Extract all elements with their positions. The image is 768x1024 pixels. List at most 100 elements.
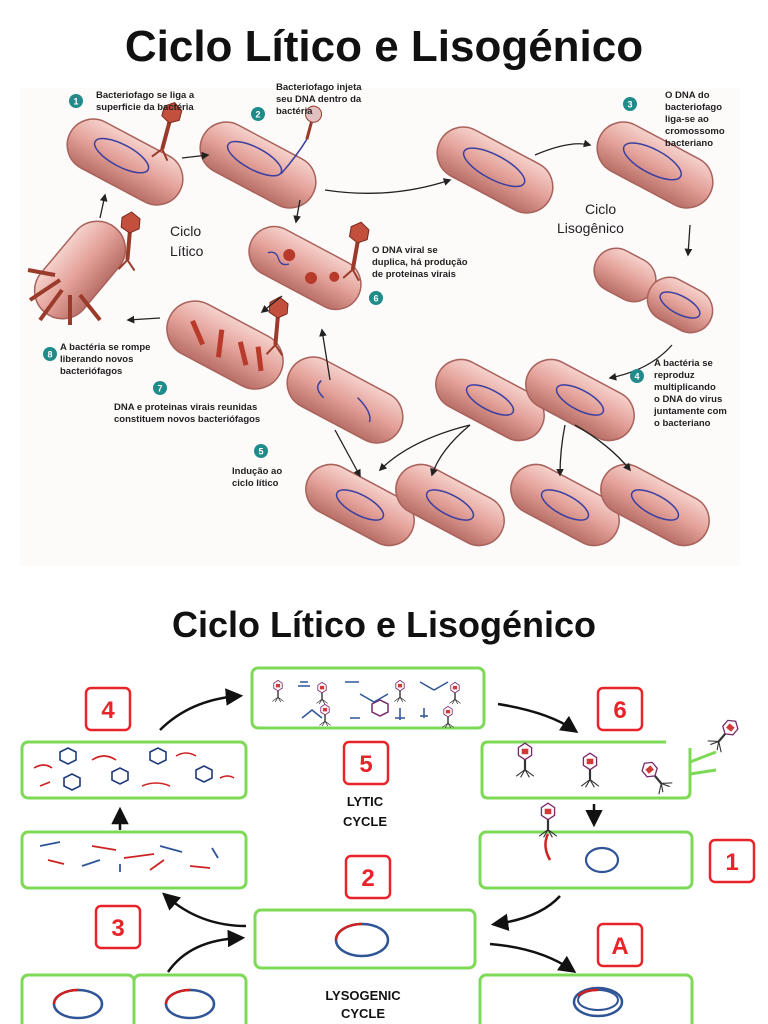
lyso-label-line2: Lisogênico: [557, 220, 624, 236]
step-box-label-1: 1: [725, 849, 738, 876]
lysogenic-cycle-label-2: CYCLE: [341, 1006, 385, 1021]
phage-injecting: [280, 105, 323, 175]
lytic-label-line1: Ciclo: [170, 223, 201, 239]
step-marker-number-5: 5: [258, 447, 263, 457]
cell6-phages: [515, 714, 744, 797]
bacterium-daughter-2: [395, 463, 505, 547]
step-marker-2: [251, 107, 265, 121]
step-box-1: [708, 838, 756, 884]
step-marker-5: [254, 444, 268, 458]
bacterium-daughter-1: [305, 463, 415, 547]
cell-boxes: [20, 666, 694, 1024]
cell3-contents: [39, 841, 219, 872]
step-4-text-line: o DNA do virus: [654, 394, 722, 405]
lytic-label-line2: Lítico: [170, 243, 204, 259]
cell-lyso-right: [132, 973, 248, 1024]
lyso-cells-contents: [52, 988, 216, 1020]
step-2-text-line: bactéria: [276, 106, 313, 117]
lysogenic-cycle-label-1: LYSOGENIC: [325, 988, 401, 1003]
step-4-text-line: multiplicando: [654, 382, 716, 393]
step-3-text-line: bacteriofago: [665, 102, 722, 113]
bacterium-bursting: [27, 209, 143, 325]
cell-lyso-left: [20, 973, 136, 1024]
cell-step1: [478, 830, 694, 890]
cell-step6-rupture: [689, 750, 717, 776]
lytic-cycle-label-1: LYTIC: [347, 794, 384, 809]
cellA-contents: [572, 986, 624, 1018]
bacterium-4: [596, 121, 714, 209]
bacterium-reproduced-b: [525, 358, 635, 442]
step-number-boxes: 4 6 5 1 2 3A: [84, 686, 756, 968]
bacterium-daughter-3: [510, 463, 620, 547]
bacterium-dividing: [593, 247, 714, 334]
step-marker-number-6: 6: [373, 294, 378, 304]
cell-stepA: [478, 973, 694, 1024]
step-box-label-A: A: [611, 933, 628, 960]
cell-step2: [253, 908, 477, 970]
step-marker-number-1: 1: [73, 97, 78, 107]
step-marker-4: [630, 369, 644, 383]
step-marker-1: [69, 94, 83, 108]
step-box-3: [94, 904, 142, 950]
lytic-cycle-label-2: CYCLE: [343, 814, 387, 829]
step-2-text-line: Bacteriofago injeta: [276, 82, 362, 93]
step-box-label-5: 5: [359, 751, 372, 778]
bacterium-assembling: [166, 300, 284, 390]
step-8-text-line: bacteriófagos: [60, 366, 122, 377]
step-marker-number-7: 7: [157, 384, 162, 394]
step-marker-number-3: 3: [627, 100, 632, 110]
step-box-label-6: 6: [613, 697, 626, 724]
bacterium-1: [66, 118, 184, 206]
step-8-text-line: liberando novos: [60, 354, 133, 365]
step-6-text-line: O DNA viral se: [372, 245, 438, 256]
step-box-label-3: 3: [111, 915, 124, 942]
step-3-text-line: liga-se ao: [665, 114, 709, 125]
step-marker-3: [623, 97, 637, 111]
step-box-label-2: 2: [361, 865, 374, 892]
step-4-text-line: juntamente com: [653, 406, 727, 417]
step-marker-8: [43, 347, 57, 361]
step-1-text-line: Bacteriofago se liga a: [96, 90, 195, 101]
step-3-text-line: bacteriano: [665, 138, 713, 149]
step-markers: 1 2 3 4 5 6 7 8: [43, 94, 644, 458]
step-1-text-line: superficie da bactéria: [96, 102, 194, 113]
bacterium-daughter-4: [600, 463, 710, 547]
step-2-text-line: seu DNA dentro da: [276, 94, 362, 105]
step-box-5: [342, 740, 390, 786]
step-box-A: [596, 922, 644, 968]
lyso-label-line1: Ciclo: [585, 201, 616, 217]
step-4-text-line: reproduz: [654, 370, 695, 381]
step-5-text-line: Indução ao: [232, 466, 282, 477]
step-marker-7: [153, 381, 167, 395]
step-marker-number-4: 4: [634, 372, 639, 382]
bacterium-3: [436, 126, 554, 214]
step-marker-6: [369, 291, 383, 305]
cell-step5: [250, 666, 486, 730]
step-8-text-line: A bactéria se rompe: [60, 342, 150, 353]
cell-step3: [20, 830, 248, 890]
cycle-arrows: [99, 139, 693, 478]
step-6-text-line: duplica, há produção: [372, 257, 468, 268]
top-title: Ciclo Lítico e Lisogénico: [124, 22, 644, 71]
step-box-6: [596, 686, 644, 732]
cell2-contents: [334, 922, 390, 958]
cell5-contents: [271, 679, 462, 729]
bacterium-induced: [286, 356, 404, 444]
step-box-4: [84, 686, 132, 732]
step-3-text-line: O DNA do: [665, 90, 710, 101]
cell4-contents: [33, 747, 235, 791]
step-marker-number-2: 2: [255, 110, 260, 120]
step-7-text-line: constituem novos bacteriófagos: [114, 414, 260, 425]
step-4-text-line: o bacteriano: [654, 418, 711, 429]
cell1-contents: [538, 802, 620, 874]
schematic-arrows: [111, 688, 603, 973]
cell-step4: [20, 740, 248, 800]
step-5-text-line: ciclo lítico: [232, 478, 279, 489]
cell-step6-burst: [480, 740, 692, 800]
step-4-text-line: A bactéria se: [654, 358, 713, 369]
step-box-label-4: 4: [101, 697, 115, 724]
step-marker-number-8: 8: [47, 350, 52, 360]
bottom-title: Ciclo Lítico e Lisogénico: [171, 604, 597, 645]
bacterium-replicating: [248, 225, 362, 311]
